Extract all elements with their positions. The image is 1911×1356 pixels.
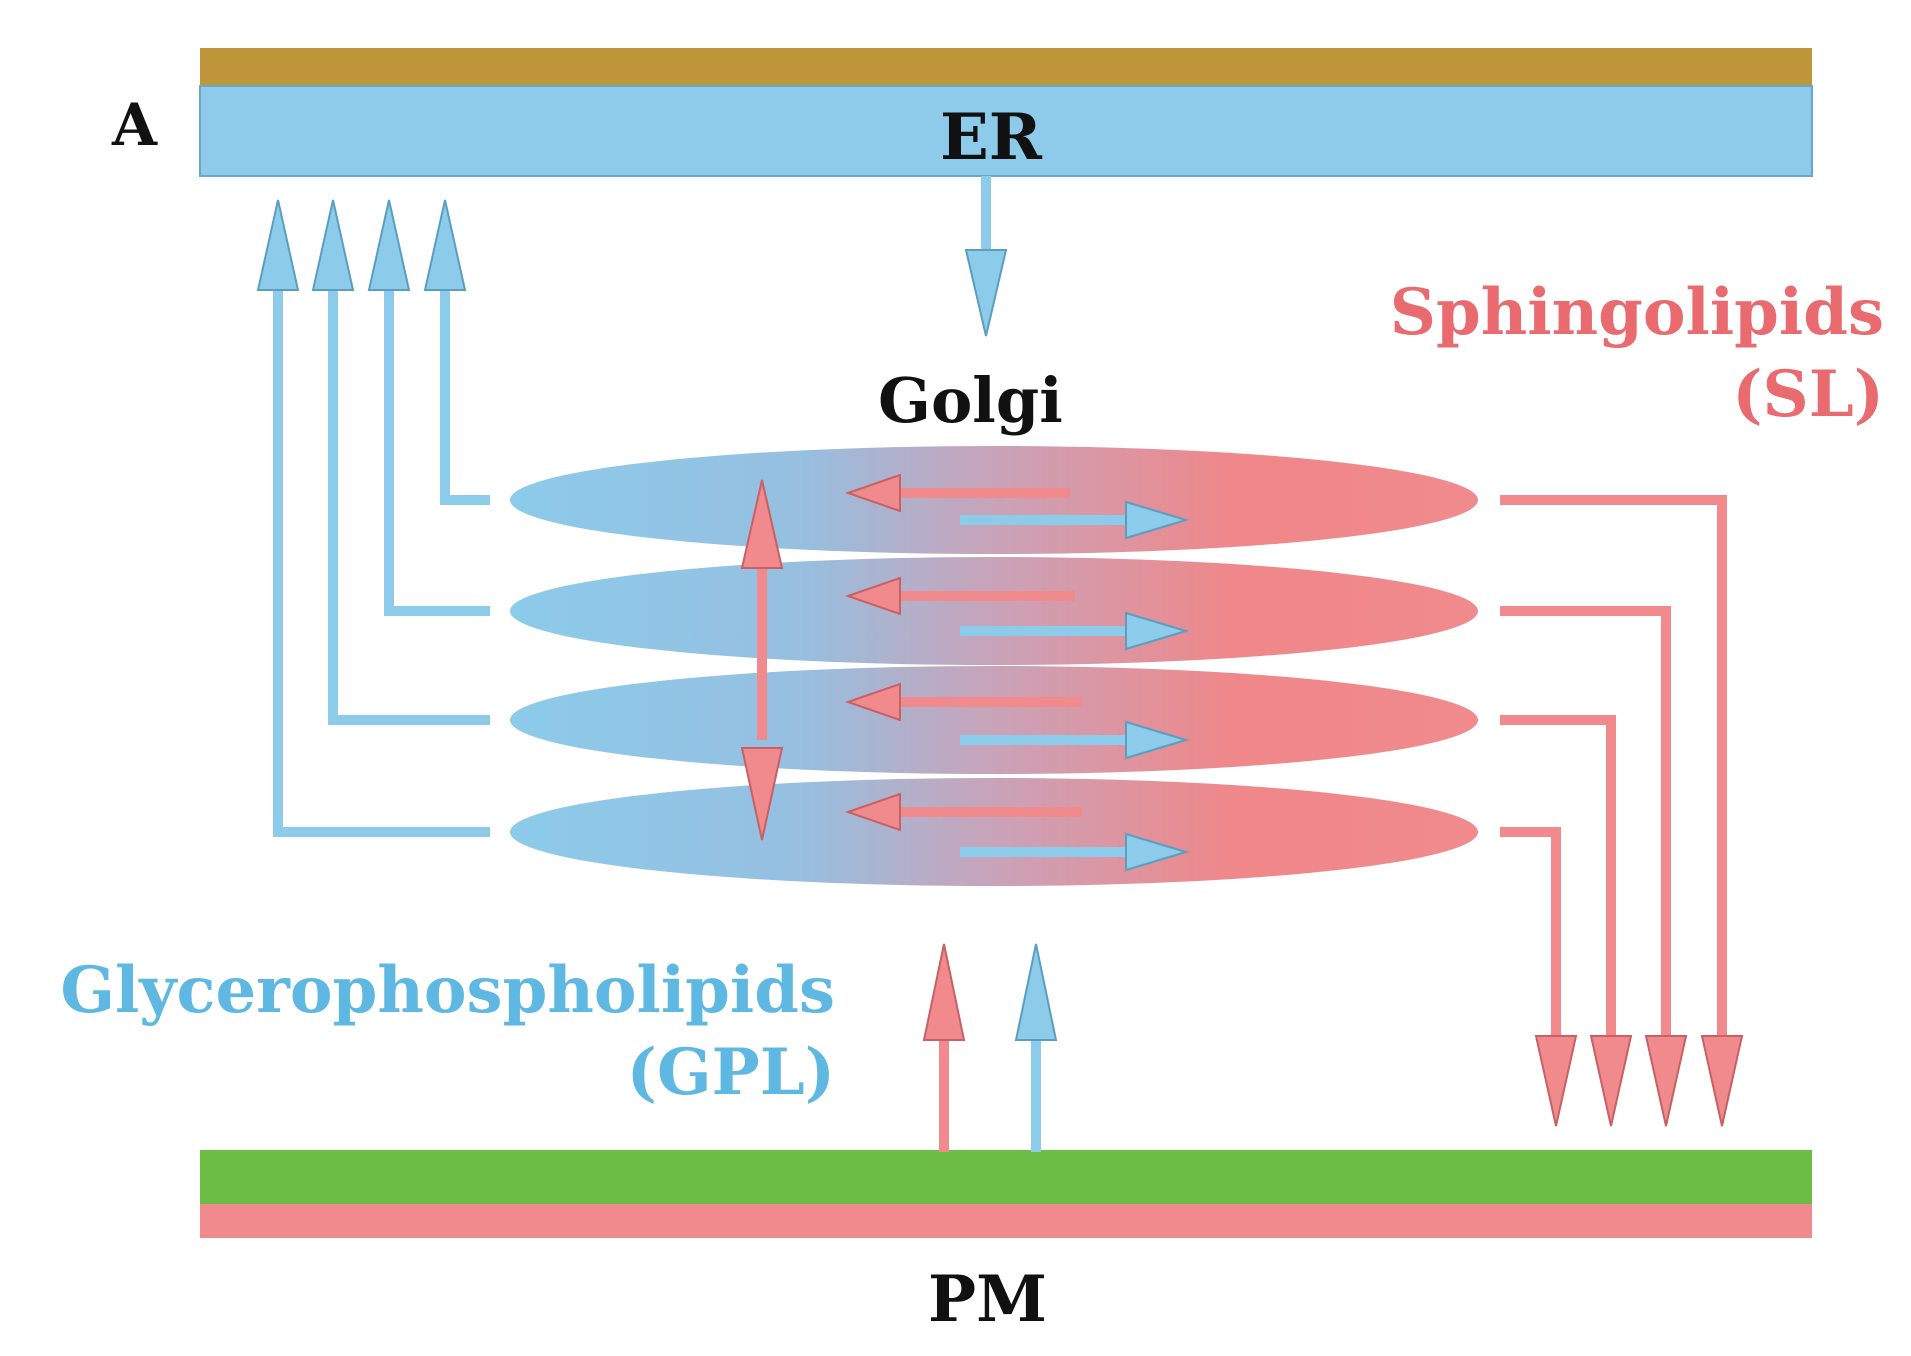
cisterna-2-arrow-pair: [844, 576, 1190, 651]
sl-arrowhead-2: [1644, 1035, 1688, 1127]
sl-arrowhead-4: [1534, 1035, 1578, 1127]
sl-arrowhead-3: [1589, 1035, 1633, 1127]
golgi-cisterna-3: [510, 666, 1478, 774]
plasma-membrane: [200, 1150, 1812, 1238]
gpl-arrowhead-4: [256, 199, 300, 291]
er-label: ER: [940, 100, 1042, 175]
glycerophospholipids-name: Glycerophospholipids: [60, 953, 835, 1028]
golgi-cisterna-4: [510, 778, 1478, 886]
sl-path-4: [1500, 827, 1561, 1040]
gpl-arrowhead-3: [311, 199, 355, 291]
pm-to-golgi-arrows: [922, 943, 1058, 1152]
glycerophospholipids-abbr: (GPL): [626, 1034, 835, 1110]
sl-arrowhead-1: [1700, 1035, 1744, 1127]
sl-arrowheads: [1534, 1035, 1744, 1127]
panel-label: A: [112, 91, 158, 159]
pm-to-golgi-red-arrow: [922, 943, 966, 1152]
glycerophospholipids-label: Glycerophospholipids (GPL): [60, 950, 835, 1114]
gpl-path-4: [273, 288, 490, 837]
gpl-arrowhead-1: [423, 199, 467, 291]
gpl-return-arrows: [273, 288, 490, 837]
sl-path-3: [1500, 715, 1616, 1040]
sphingolipids-name: Sphingolipids: [1389, 275, 1884, 350]
pm-label: PM: [928, 1262, 1047, 1337]
pm-to-golgi-blue-arrow: [1014, 943, 1058, 1152]
er-membrane: [199, 48, 1813, 177]
er-to-golgi-arrow: [964, 176, 1008, 337]
sl-path-2: [1500, 606, 1671, 1040]
sphingolipids-label: Sphingolipids (SL): [1390, 272, 1884, 436]
gpl-path-3: [328, 288, 490, 725]
golgi-cisterna-1: [510, 446, 1478, 554]
cisterna-3-arrow-pair: [844, 682, 1190, 760]
pm-top-band: [200, 1150, 1812, 1206]
sl-path-1: [1500, 495, 1727, 1040]
er-body: [199, 85, 1813, 177]
gpl-arrowheads: [256, 199, 467, 291]
gpl-arrowhead-2: [367, 199, 411, 291]
intra-golgi-vertical-arrow: [740, 479, 784, 841]
sl-export-arrows: [1500, 495, 1727, 1040]
cisterna-4-arrow-pair: [844, 792, 1190, 872]
sphingolipids-abbr: (SL): [1732, 356, 1884, 432]
er-top-band: [200, 48, 1812, 88]
golgi-stack: [510, 446, 1478, 886]
golgi-cisterna-2: [510, 557, 1478, 665]
pm-bottom-band: [200, 1204, 1812, 1238]
intra-golgi-horizontal-arrows: [844, 473, 1190, 872]
golgi-label: Golgi: [878, 364, 1063, 437]
gpl-path-2: [384, 288, 490, 616]
cisterna-1-arrow-pair: [844, 473, 1190, 540]
gpl-path-1: [440, 288, 490, 505]
